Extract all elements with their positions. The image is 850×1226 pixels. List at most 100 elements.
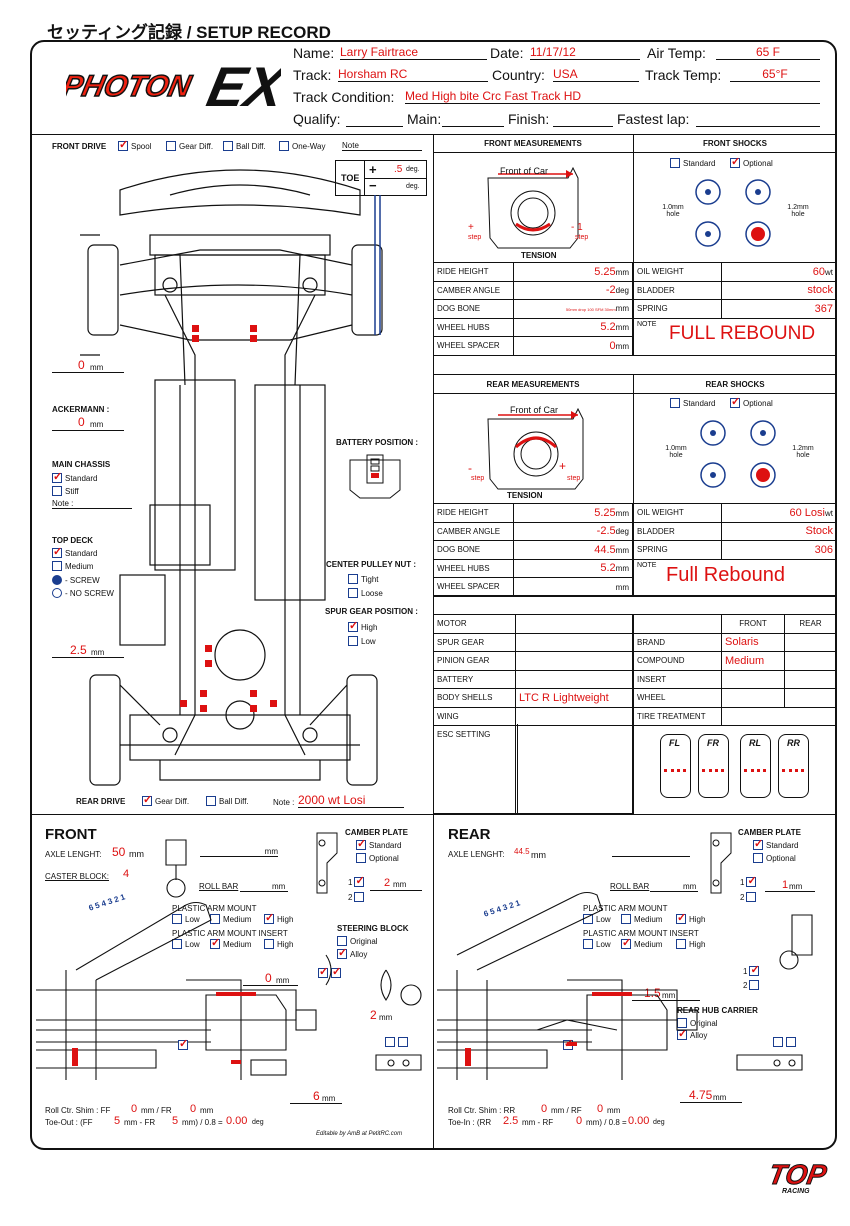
front-axle-value[interactable]: 50 bbox=[112, 845, 126, 859]
finish-field[interactable] bbox=[553, 111, 613, 127]
front-camber-optional-checkbox[interactable] bbox=[356, 853, 366, 863]
rear-shock-standard-checkbox[interactable] bbox=[670, 398, 680, 408]
front-pami-high-checkbox[interactable] bbox=[264, 939, 274, 949]
front-spring-cell[interactable]: 367 bbox=[721, 299, 837, 319]
rear-camber-optional-checkbox[interactable] bbox=[753, 853, 763, 863]
fastest-lap-field[interactable] bbox=[696, 111, 820, 127]
name-field[interactable]: Larry Fairtrace bbox=[340, 45, 487, 60]
main-field[interactable] bbox=[442, 111, 504, 127]
front-offset-value[interactable]: 0 bbox=[78, 358, 85, 372]
rear-position-2-checkbox[interactable] bbox=[749, 980, 760, 990]
track-temp-field[interactable]: 65°F bbox=[730, 67, 820, 82]
front-to-fr-value[interactable]: 5 bbox=[172, 1115, 179, 1127]
front-ride-height-cell[interactable]: 5.25mm bbox=[513, 262, 633, 282]
rear-shock-optional-checkbox[interactable] bbox=[730, 395, 740, 408]
front-pami-medium-checkbox[interactable] bbox=[210, 936, 220, 949]
top-deck-medium[interactable]: Medium bbox=[52, 561, 93, 571]
qualify-field[interactable] bbox=[346, 111, 403, 127]
front-camber-hole-1-checkbox[interactable] bbox=[354, 874, 365, 887]
front-mm-field[interactable]: mm bbox=[264, 847, 278, 856]
front-pam-high[interactable]: High bbox=[264, 911, 293, 924]
front-camber-hole-1[interactable]: 1 bbox=[348, 874, 367, 887]
ball-diff-checkbox[interactable] bbox=[223, 141, 233, 151]
rear-pami-low-checkbox[interactable] bbox=[583, 939, 593, 949]
spur-gear-field[interactable] bbox=[515, 632, 633, 652]
rear-brand-field[interactable] bbox=[784, 632, 837, 652]
front-box-3-checkbox[interactable] bbox=[385, 1037, 395, 1047]
tire-fr[interactable]: FR bbox=[698, 734, 729, 798]
rear-camber-optional[interactable]: Optional bbox=[753, 853, 796, 863]
front-drive-note[interactable]: Note bbox=[342, 141, 422, 151]
rear-pami-high-checkbox[interactable] bbox=[676, 939, 686, 949]
rear-gear-diff-checkbox[interactable] bbox=[142, 793, 152, 806]
steering-position-boxes[interactable] bbox=[318, 965, 344, 978]
front-rc-ff-value[interactable]: 0 bbox=[131, 1103, 138, 1115]
front-dog-bone-cell[interactable]: 50mm drop 100 SFM 30mmmm bbox=[513, 299, 633, 319]
front-shock-optional-checkbox[interactable] bbox=[730, 155, 740, 168]
rear-camber-standard-checkbox[interactable] bbox=[753, 837, 763, 850]
rear-axle-value[interactable]: 44.5 bbox=[514, 847, 530, 856]
rear-diagram-boxes-42[interactable] bbox=[773, 1037, 799, 1047]
tire-treatment-field[interactable] bbox=[721, 706, 837, 726]
toe-value[interactable]: .5 bbox=[394, 164, 403, 175]
rear-ride-height-cell[interactable]: 5.25mm bbox=[513, 503, 633, 523]
rear-camber-cell[interactable]: -2.5deg bbox=[513, 521, 633, 541]
front-insert-field[interactable] bbox=[721, 669, 785, 689]
rear-camber-hole-1-checkbox[interactable] bbox=[746, 874, 757, 887]
pinion-gear-field[interactable] bbox=[515, 651, 633, 671]
front-minus-step[interactable]: - 1 bbox=[571, 222, 583, 233]
gear-diff-option[interactable]: Gear Diff. bbox=[166, 141, 213, 151]
rear-position-1[interactable]: 1 bbox=[743, 963, 762, 976]
front-pam-low[interactable]: Low bbox=[172, 914, 200, 924]
rear-ti-rf-value[interactable]: 0 bbox=[576, 1115, 583, 1127]
one-way-checkbox[interactable] bbox=[279, 141, 289, 151]
caster-block-value[interactable]: 4 bbox=[123, 868, 130, 880]
rear-box-2-checkbox[interactable] bbox=[786, 1037, 796, 1047]
rear-camber-plate-value[interactable]: 1 bbox=[782, 879, 789, 891]
front-bladder-cell[interactable]: stock bbox=[721, 280, 837, 300]
front-val-2[interactable]: 2 bbox=[370, 1008, 377, 1022]
front-camber-hole-2[interactable]: 2 bbox=[348, 892, 367, 902]
front-pami-low[interactable]: Low bbox=[172, 939, 200, 949]
rear-rc-rr-value[interactable]: 0 bbox=[541, 1103, 548, 1115]
spool-checkbox[interactable] bbox=[118, 138, 128, 151]
rear-spring-cell[interactable]: 306 bbox=[721, 540, 837, 560]
front-diagram-box-2-check[interactable] bbox=[178, 1037, 191, 1050]
rear-pam-medium-checkbox[interactable] bbox=[621, 914, 631, 924]
rear-shock-standard[interactable]: Standard bbox=[670, 398, 715, 408]
spur-low-checkbox[interactable] bbox=[348, 636, 358, 646]
body-shells-field[interactable]: LTC R Lightweight bbox=[515, 688, 633, 708]
date-field[interactable]: 11/17/12 bbox=[530, 45, 640, 60]
track-field[interactable]: Horsham RC bbox=[338, 67, 488, 82]
track-condition-field[interactable]: Med High bite Crc Fast Track HD bbox=[405, 89, 820, 104]
rear-pami-high[interactable]: High bbox=[676, 939, 705, 949]
battery-field[interactable] bbox=[515, 669, 633, 689]
rear-camber-hole-1[interactable]: 1 bbox=[740, 874, 759, 887]
front-val-6[interactable]: 6 bbox=[313, 1089, 320, 1103]
front-compound-field[interactable]: Medium bbox=[721, 651, 785, 671]
spur-high-checkbox[interactable] bbox=[348, 619, 358, 632]
rear-oil-weight-cell[interactable]: 60 Losiwt bbox=[721, 503, 837, 523]
gear-diff-checkbox[interactable] bbox=[166, 141, 176, 151]
front-brand-field[interactable]: Solaris bbox=[721, 632, 785, 652]
front-camber-standard-checkbox[interactable] bbox=[356, 837, 366, 850]
rear-note-field[interactable]: 2000 wt Losi bbox=[298, 793, 404, 808]
front-pam-high-checkbox[interactable] bbox=[264, 911, 274, 924]
rear-ti-rr-value[interactable]: 2.5 bbox=[503, 1115, 519, 1127]
rear-bladder-cell[interactable]: Stock bbox=[721, 521, 837, 541]
rear-camber-standard[interactable]: Standard bbox=[753, 837, 798, 850]
pulley-loose-checkbox[interactable] bbox=[348, 588, 358, 598]
front-pami-low-checkbox[interactable] bbox=[172, 939, 182, 949]
front-pami-high[interactable]: High bbox=[264, 939, 293, 949]
front-camber-plate-value[interactable]: 2 bbox=[384, 877, 391, 889]
front-to-ff-value[interactable]: 5 bbox=[114, 1115, 121, 1127]
pulley-tight[interactable]: Tight bbox=[348, 574, 379, 584]
front-box-1-checkbox[interactable] bbox=[398, 1037, 408, 1047]
rear-ti-result[interactable]: 0.00 bbox=[628, 1115, 650, 1127]
main-chassis-standard-checkbox[interactable] bbox=[52, 470, 62, 483]
rear-wheel-field[interactable] bbox=[784, 688, 837, 708]
air-temp-field[interactable]: 65 F bbox=[716, 45, 820, 60]
rear-pam-high-checkbox[interactable] bbox=[676, 911, 686, 924]
top-deck-standard-checkbox[interactable] bbox=[52, 545, 62, 558]
